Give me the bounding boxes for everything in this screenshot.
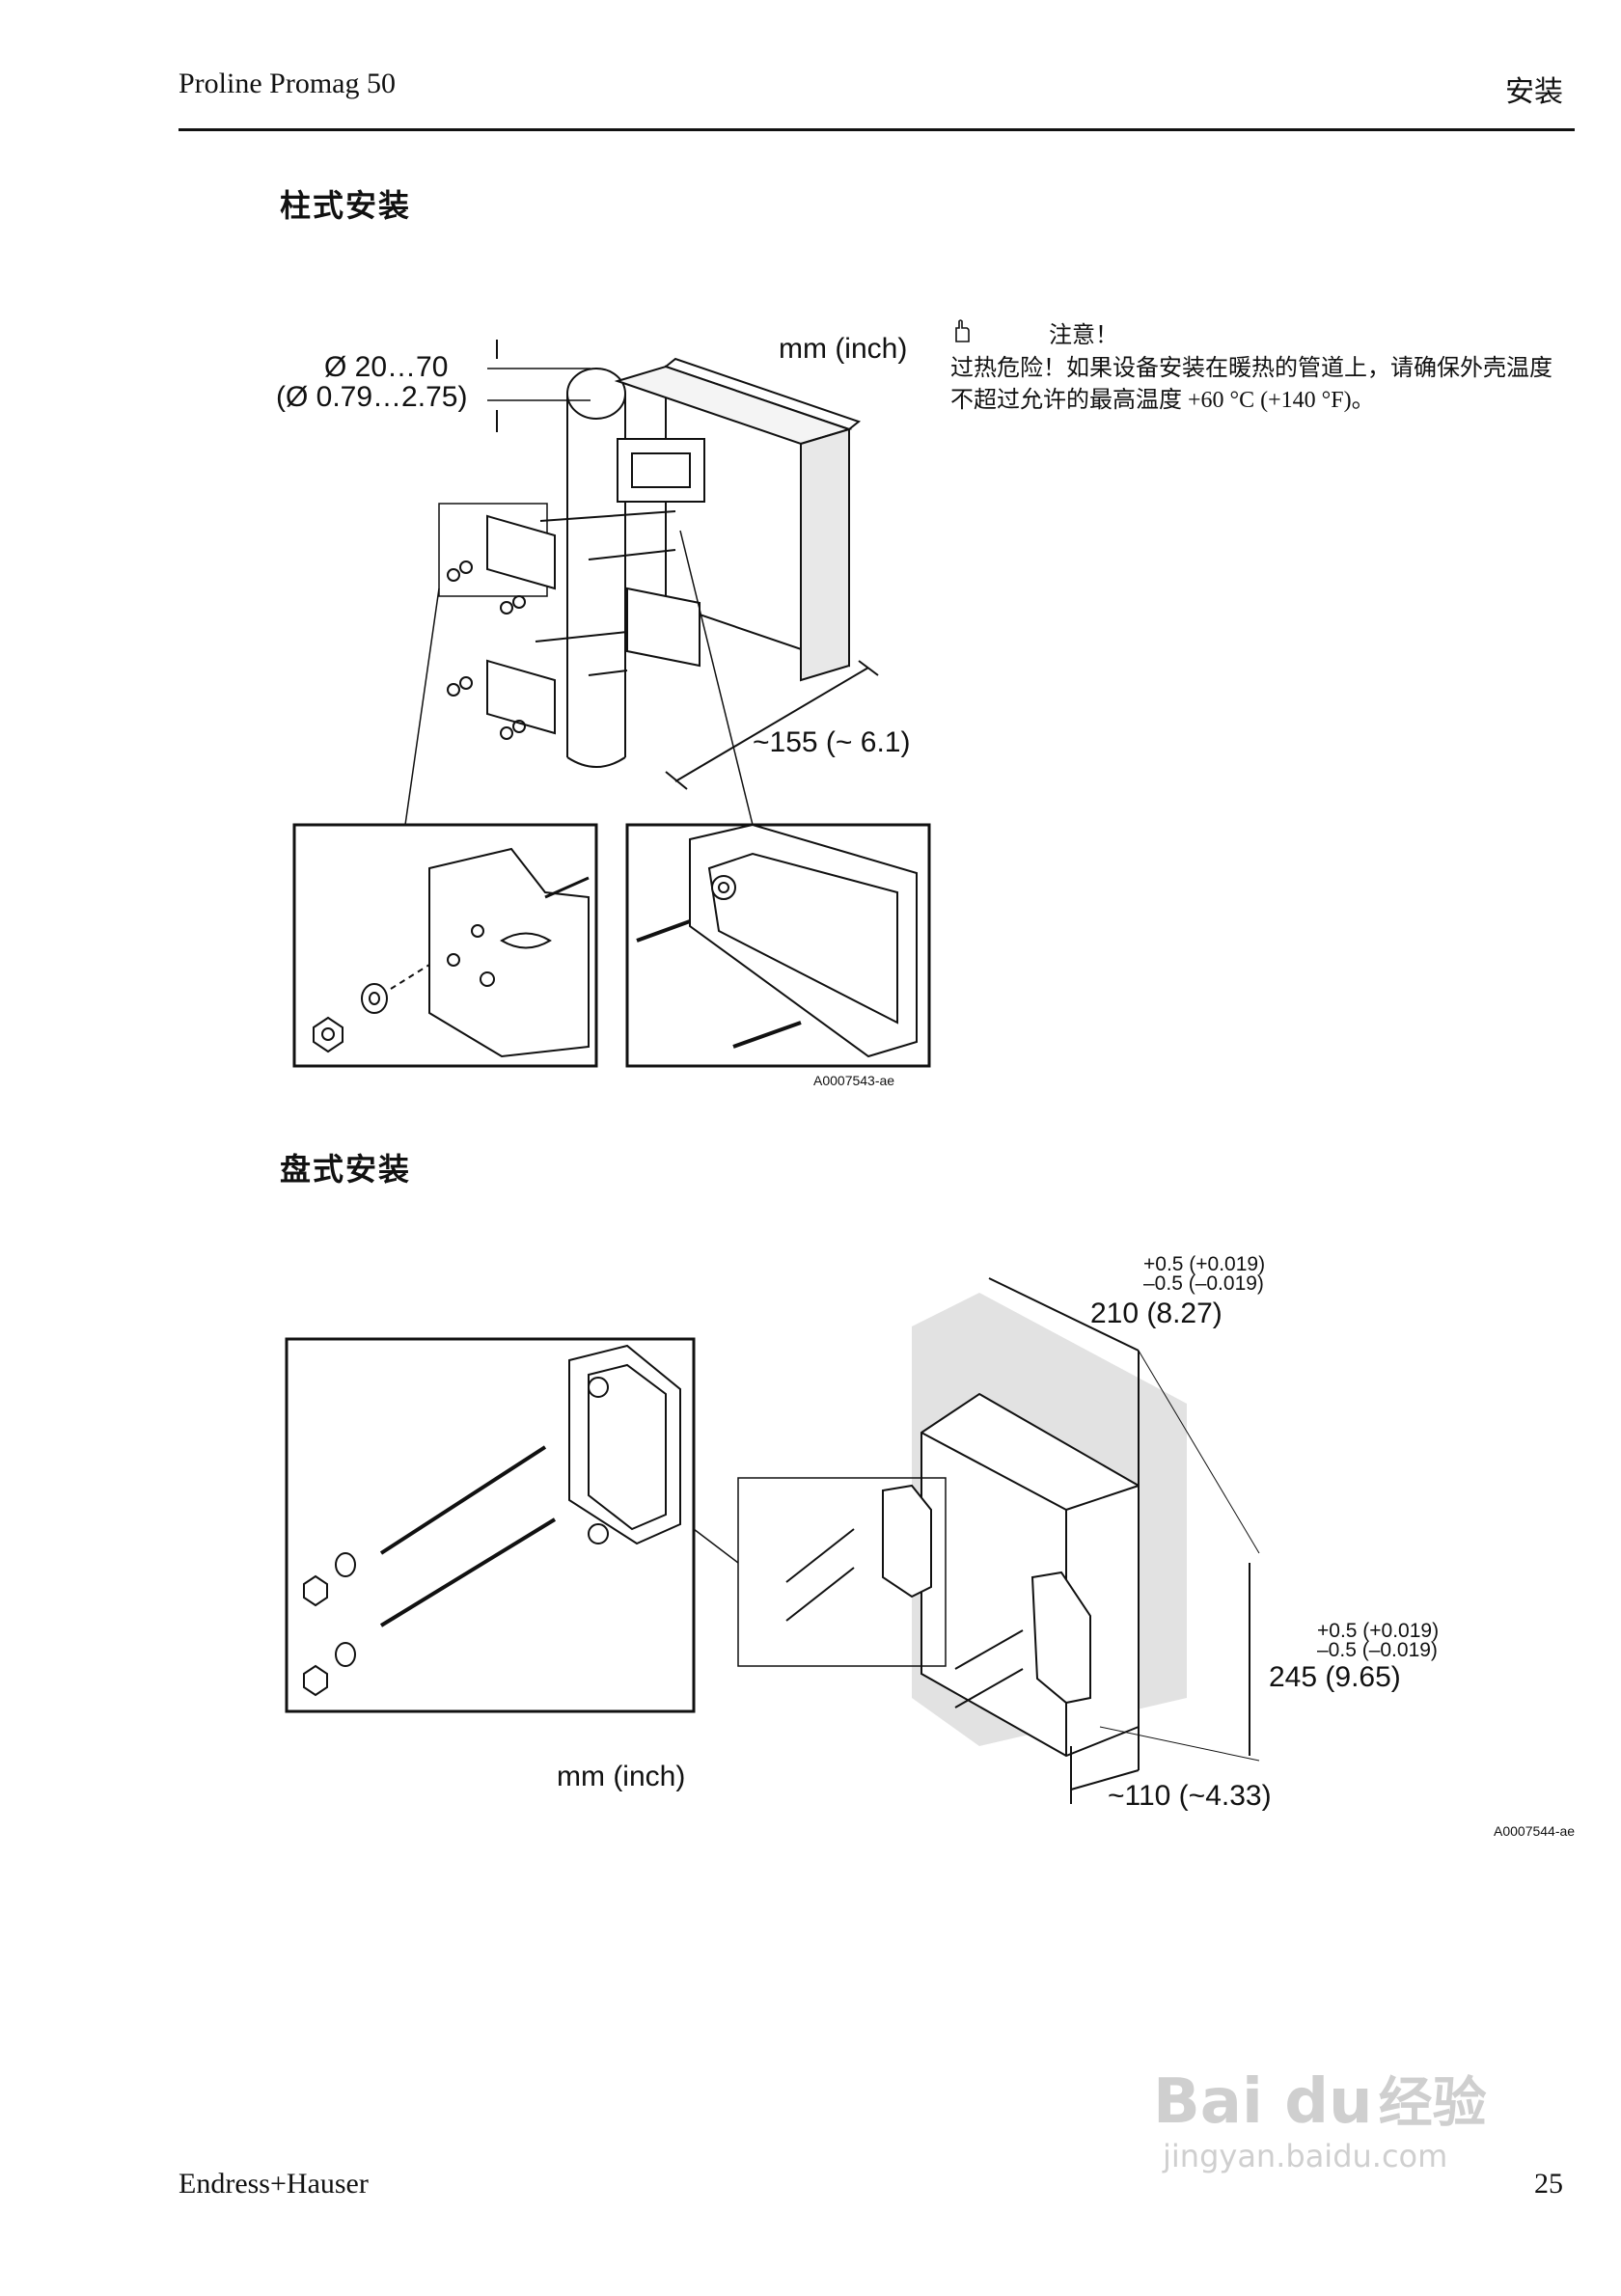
page-number: 25 bbox=[1534, 2168, 1563, 2200]
note-title: 注意！ bbox=[1049, 322, 1118, 348]
baidu-watermark: Bai du 经验 jingyan.baidu.com bbox=[1153, 2060, 1487, 2174]
height-dimension: 245 (9.65) bbox=[1269, 1661, 1401, 1693]
caution-note: 注意！ 过热危险！如果设备安装在暖热的管道上，请确保外壳温度不超过允许的最高温度… bbox=[950, 318, 1568, 417]
figure-code-1: A0007543-ae bbox=[813, 1073, 895, 1088]
tolerance-minus-side: –0.5 (–0.019) bbox=[1317, 1639, 1438, 1661]
pipe-diameter-inch: (Ø 0.79…2.75) bbox=[276, 381, 468, 413]
section-title-pipe-mount: 柱式安装 bbox=[280, 187, 412, 224]
watermark-url: jingyan.baidu.com bbox=[1163, 2138, 1448, 2174]
header-section: 安装 bbox=[1505, 76, 1563, 108]
note-body: 过热危险！如果设备安装在暖热的管道上，请确保外壳温度不超过允许的最高温度 +60… bbox=[950, 356, 1552, 413]
unit-label-1: mm (inch) bbox=[779, 333, 908, 365]
depth-dimension-1: ~155 (~ 6.1) bbox=[753, 726, 911, 758]
tolerance-plus-top: +0.5 (+0.019) bbox=[1143, 1253, 1266, 1275]
footer-brand: Endress+Hauser bbox=[179, 2168, 369, 2200]
watermark-cn: 经验 bbox=[1378, 2072, 1487, 2135]
header-rule bbox=[179, 128, 1575, 131]
hand-icon bbox=[950, 318, 972, 353]
depth-dimension-2: ~110 (~4.33) bbox=[1108, 1780, 1272, 1812]
header-product: Proline Promag 50 bbox=[179, 68, 396, 99]
unit-label-2: mm (inch) bbox=[557, 1761, 686, 1792]
tolerance-plus-side: +0.5 (+0.019) bbox=[1317, 1620, 1440, 1642]
section-title-panel-mount: 盘式安装 bbox=[280, 1151, 412, 1188]
width-dimension: 210 (8.27) bbox=[1090, 1298, 1223, 1329]
watermark-brand: Bai du bbox=[1153, 2066, 1373, 2138]
tolerance-minus-top: –0.5 (–0.019) bbox=[1143, 1272, 1264, 1295]
figure-code-2: A0007544-ae bbox=[1494, 1823, 1576, 1839]
pipe-diameter-mm: Ø 20…70 bbox=[324, 351, 449, 383]
